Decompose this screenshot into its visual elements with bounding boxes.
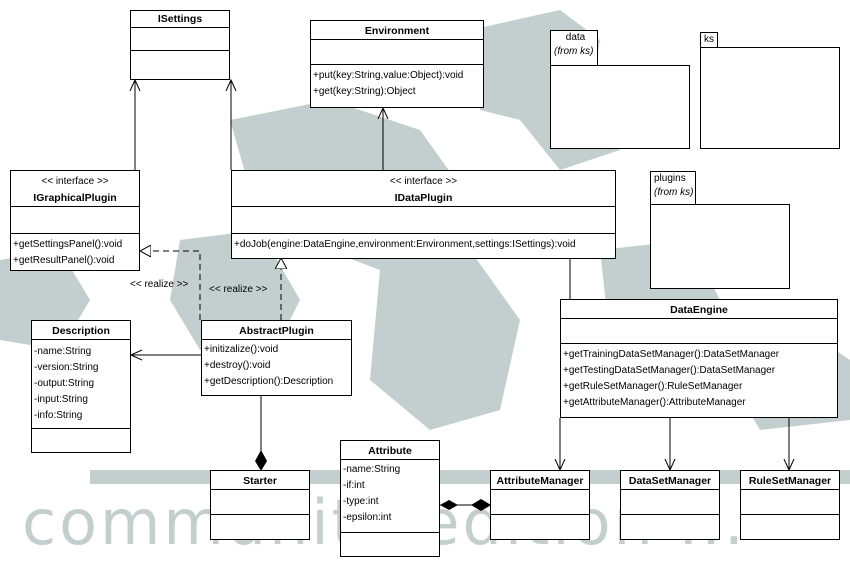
package-data-body[interactable] (550, 65, 690, 149)
operation: +put(key:String,value:Object):void (313, 70, 464, 81)
class-starter[interactable]: Starter (210, 470, 310, 540)
class-name: AbstractPlugin (239, 325, 314, 337)
class-name: Description (52, 325, 110, 337)
package-name: data (565, 32, 586, 43)
composition-diamond-attributemanager (471, 499, 491, 511)
class-abstractplugin[interactable]: AbstractPlugin +initizalize():void +dest… (201, 320, 352, 396)
composition-diamond-starter (255, 450, 267, 471)
package-ks-body[interactable] (700, 47, 840, 149)
class-name: Starter (243, 475, 277, 487)
stereotype: << interface >> (41, 176, 109, 187)
attribute: -input:String (34, 394, 88, 405)
class-environment[interactable]: Environment +put(key:String,value:Object… (310, 20, 484, 108)
package-origin: (from ks) (654, 187, 694, 198)
operation: +getSettingsPanel():void (13, 239, 123, 250)
class-name: AttributeManager (496, 475, 584, 487)
class-name: ISettings (157, 13, 203, 25)
package-name: ks (704, 34, 714, 45)
realize-label-idataplugin: << realize >> (209, 284, 268, 295)
attribute: -name:String (34, 346, 92, 357)
class-name: IDataPlugin (394, 192, 453, 204)
stereotype: << interface >> (389, 176, 458, 187)
attribute: -version:String (34, 362, 99, 373)
class-attributemanager[interactable]: AttributeManager (490, 470, 590, 540)
attribute: -if:int (343, 480, 365, 491)
operation: +getResultPanel():void (13, 255, 115, 266)
class-attribute[interactable]: Attribute -name:String -if:int -type:int… (340, 440, 440, 557)
class-isettings[interactable]: ISettings (130, 10, 230, 80)
package-plugins-body[interactable] (650, 204, 790, 289)
realize-label-igraphical: << realize >> (130, 279, 189, 290)
attribute: -info:String (34, 410, 83, 421)
operation: +doJob(engine:DataEngine,environment:Env… (234, 239, 576, 250)
class-igraphicalplugin[interactable]: << interface >> IGraphicalPlugin +getSet… (10, 170, 140, 271)
class-rulesetmanager[interactable]: RuleSetManager (740, 470, 840, 540)
attribute: -epsilon:int (343, 512, 392, 523)
operation: +get(key:String):Object (313, 86, 416, 97)
operation: +getTestingDataSetManager():DataSetManag… (563, 365, 776, 376)
edge-abstract-igraphical-realize (140, 251, 201, 320)
class-name: DataEngine (670, 304, 728, 316)
operation: +getTrainingDataSetManager():DataSetMana… (563, 349, 780, 360)
class-name: IGraphicalPlugin (33, 192, 117, 204)
class-name: DataSetManager (628, 475, 712, 487)
class-name: Attribute (368, 445, 412, 457)
attribute: -output:String (34, 378, 95, 389)
class-description[interactable]: Description -name:String -version:String… (31, 320, 131, 453)
operation: +destroy():void (204, 360, 271, 371)
package-ks-tab[interactable]: ks (700, 32, 718, 48)
class-name: Environment (364, 25, 430, 37)
class-name: RuleSetManager (748, 475, 832, 487)
package-name: plugins (654, 173, 686, 184)
package-data-tab[interactable]: data (from ks) (550, 30, 598, 66)
operation: +getRuleSetManager():RuleSetManager (563, 381, 743, 392)
operation: +initizalize():void (204, 344, 279, 355)
attribute: -type:int (343, 496, 379, 507)
attribute: -name:String (343, 464, 401, 475)
class-idataplugin[interactable]: << interface >> IDataPlugin +doJob(engin… (231, 170, 616, 259)
class-dataengine[interactable]: DataEngine +getTrainingDataSetManager():… (560, 299, 838, 418)
class-datasetmanager[interactable]: DataSetManager (620, 470, 720, 540)
operation: +getAttributeManager():AttributeManager (563, 397, 746, 408)
operation: +getDescription():Description (204, 376, 334, 387)
package-origin: (from ks) (554, 46, 594, 57)
package-plugins-tab[interactable]: plugins (from ks) (650, 171, 696, 205)
